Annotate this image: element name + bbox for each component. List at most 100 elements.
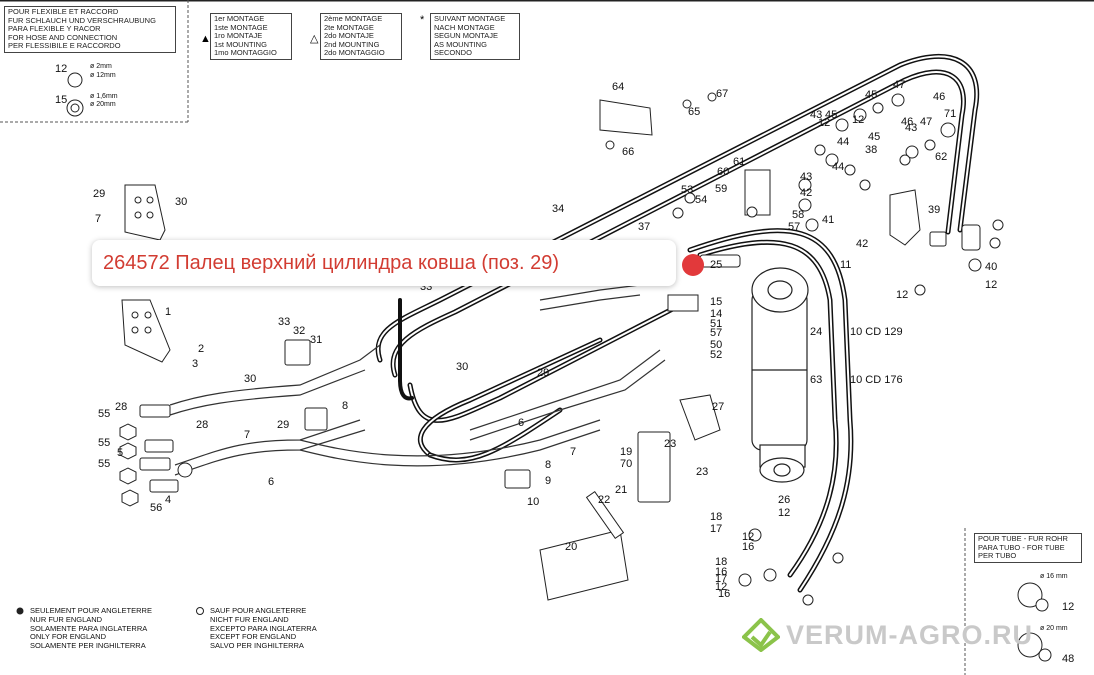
leaf-logo-icon bbox=[742, 618, 780, 652]
note-only-england: SEULEMENT POUR ANGLETERRE NUR FUR ENGLAN… bbox=[30, 606, 152, 651]
triangle-filled-icon: ▲ bbox=[200, 33, 211, 45]
legend-first-mounting: 1er MONTAGE 1ste MONTAGE 1ro MONTAJE 1st… bbox=[210, 13, 292, 60]
part-number-label: 64 bbox=[612, 81, 624, 93]
part-number-label: 5 bbox=[117, 447, 123, 459]
left-brackets bbox=[121, 184, 531, 489]
part-number-label: 3 bbox=[192, 358, 198, 370]
part-number-label: 57 bbox=[788, 221, 800, 233]
part-number-label: 21 bbox=[615, 484, 627, 496]
part-number-label: 30 bbox=[456, 361, 468, 373]
part-number-label: 29 bbox=[537, 367, 549, 379]
part-number-label: 24 bbox=[810, 326, 822, 338]
part-number-label: 60 bbox=[717, 166, 729, 178]
part-number-label: 71 bbox=[944, 108, 956, 120]
legend-next-mounting: SUIVANT MONTAGE NACH MONTAGE SEGUN MONTA… bbox=[430, 13, 520, 60]
part-number-label: 47 bbox=[920, 116, 932, 128]
part-number-label: 11 bbox=[840, 259, 851, 271]
part-number-label: 10 bbox=[527, 496, 539, 508]
part-number-label: 12 bbox=[55, 63, 67, 75]
part-number-label: 54 bbox=[695, 194, 707, 206]
legend-second-mounting: 2ème MONTAGE 2te MONTAGE 2do MONTAJE 2nd… bbox=[320, 13, 402, 60]
part-number-label: 6 bbox=[518, 417, 524, 429]
part-number-label: 20 bbox=[565, 541, 577, 553]
part-number-label: 7 bbox=[244, 429, 250, 441]
tooltip-text: 264572 Палец верхний цилиндра ковша (поз… bbox=[103, 251, 559, 274]
part-number-label: 9 bbox=[545, 475, 551, 487]
part-number-label: 29 bbox=[93, 188, 105, 200]
part-number-label: 46 bbox=[933, 91, 945, 103]
right-parts bbox=[539, 99, 981, 601]
part-number-label: 66 bbox=[622, 146, 634, 158]
part-number-label: 43 bbox=[800, 171, 812, 183]
size-label: ø 1,6mm bbox=[90, 93, 118, 100]
part-number-label: 29 bbox=[277, 419, 289, 431]
size-label: ø 20mm bbox=[90, 101, 116, 108]
part-number-label: 40 bbox=[985, 261, 997, 273]
part-number-label: 12 bbox=[896, 289, 908, 301]
part-number-label: 18 bbox=[715, 556, 727, 568]
part-number-label: 12 bbox=[818, 117, 830, 129]
part-number-label: 43 bbox=[905, 122, 917, 134]
part-number-label: 52 bbox=[710, 349, 722, 361]
brand-text: VERUM-AGRO.RU bbox=[786, 619, 1033, 650]
part-number-label: 2 bbox=[198, 343, 204, 355]
note-except-england: SAUF POUR ANGLETERRE NICHT FUR ENGLAND E… bbox=[210, 606, 317, 651]
part-number-label: 33 bbox=[278, 316, 290, 328]
triangle-outline-icon: △ bbox=[310, 33, 319, 45]
part-number-label: 28 bbox=[115, 401, 127, 413]
legend-flexible: POUR FLEXIBLE ET RACCORD FUR SCHLAUCH UN… bbox=[4, 6, 176, 53]
part-number-label: 42 bbox=[800, 187, 812, 199]
hotspot-marker[interactable] bbox=[682, 254, 704, 276]
part-number-label: 7 bbox=[95, 213, 101, 225]
size-label: ø 12mm bbox=[90, 72, 116, 79]
part-number-label: 17 bbox=[710, 523, 722, 535]
part-number-label: 14 bbox=[710, 308, 722, 320]
part-number-label: 46 bbox=[901, 116, 913, 128]
part-number-label: 30 bbox=[175, 196, 187, 208]
part-number-label: 12 bbox=[852, 114, 864, 126]
part-number-label: 16 bbox=[742, 541, 754, 553]
part-number-label: 37 bbox=[638, 221, 650, 233]
part-number-label: 12 bbox=[985, 279, 997, 291]
part-number-label: 12 bbox=[1062, 601, 1074, 613]
part-number-label: 28 bbox=[196, 419, 208, 431]
part-number-label: 47 bbox=[893, 79, 905, 91]
part-number-label: 55 bbox=[98, 458, 110, 470]
part-number-label: 59 bbox=[715, 183, 727, 195]
part-number-label: 38 bbox=[865, 144, 877, 156]
part-number-label: 43 bbox=[810, 109, 822, 121]
part-number-label: 27 bbox=[712, 401, 724, 413]
part-number-label: 15 bbox=[55, 94, 67, 106]
part-tooltip: 264572 Палец верхний цилиндра ковша (поз… bbox=[92, 240, 676, 286]
part-number-label: 61 bbox=[733, 156, 745, 168]
part-number-label: 55 bbox=[98, 408, 110, 420]
bucket-cylinder bbox=[751, 267, 809, 483]
part-number-label: 25 bbox=[710, 259, 722, 271]
size-label: ø 20 mm bbox=[1040, 625, 1068, 632]
part-number-label: 31 bbox=[310, 334, 322, 346]
part-number-label: 22 bbox=[598, 494, 610, 506]
part-number-label: 44 bbox=[832, 161, 844, 173]
part-number-label: 45 bbox=[825, 109, 837, 121]
part-number-label: 39 bbox=[928, 204, 940, 216]
size-label: ø 16 mm bbox=[1040, 573, 1068, 580]
part-number-label: 7 bbox=[570, 446, 576, 458]
cylinder-code-24: 10 CD 129 bbox=[850, 326, 903, 338]
part-number-label: 45 bbox=[868, 131, 880, 143]
part-number-label: 17 bbox=[715, 573, 727, 585]
part-number-label: 30 bbox=[244, 373, 256, 385]
part-number-label: 6 bbox=[268, 476, 274, 488]
part-number-label: 48 bbox=[1062, 653, 1074, 665]
part-number-label: 12 bbox=[742, 531, 754, 543]
brand-watermark: VERUM-AGRO.RU bbox=[742, 618, 1033, 652]
part-number-label: 53 bbox=[681, 184, 693, 196]
part-number-label: 15 bbox=[710, 296, 722, 308]
part-number-label: 32 bbox=[293, 325, 305, 337]
hose-bundle bbox=[375, 54, 980, 593]
part-number-label: 1 bbox=[165, 306, 171, 318]
part-number-label: 51 bbox=[710, 318, 722, 330]
part-number-label: 41 bbox=[822, 214, 834, 226]
part-number-label: 65 bbox=[688, 106, 700, 118]
